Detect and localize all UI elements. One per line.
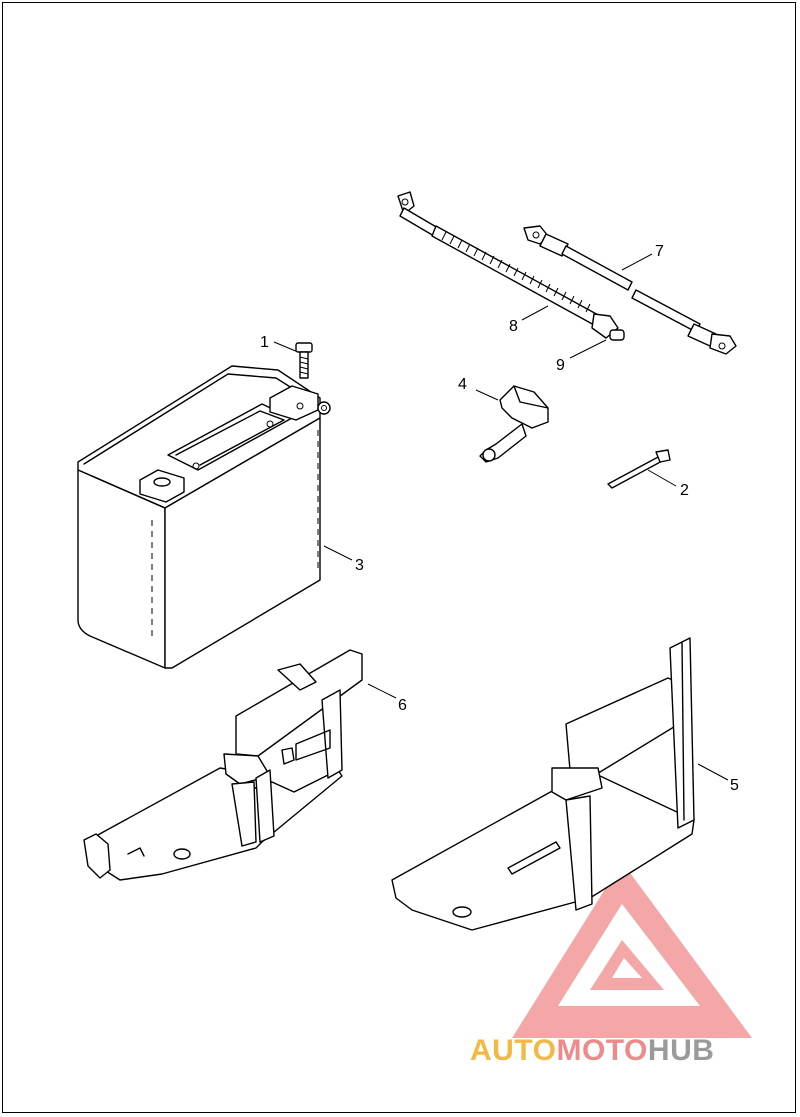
watermark-logo (512, 862, 752, 1038)
callout-1: 1 (260, 334, 269, 351)
callout-8: 8 (509, 318, 518, 335)
callout-9: 9 (556, 357, 565, 374)
ground-strap-part (523, 225, 737, 355)
cable-end-cap-part (609, 329, 625, 341)
watermark-moto: MOTO (556, 1034, 648, 1067)
callout-2: 2 (680, 482, 689, 499)
watermark-hub: HUB (647, 1034, 715, 1067)
watermark-auto: AUTO (470, 1034, 557, 1067)
watermark-text: AUTOMOTOHUB (470, 1034, 714, 1074)
battery-tray-right-part (391, 637, 695, 931)
battery-part (77, 365, 331, 669)
leader-lines (273, 253, 729, 781)
cable-strap-part (607, 449, 671, 489)
callout-7: 7 (655, 243, 664, 260)
battery-bracket-left-part (83, 649, 363, 881)
terminal-cover-part (479, 385, 549, 463)
callout-6: 6 (398, 697, 407, 714)
bolt-part (295, 342, 313, 379)
callout-labels: 1 2 3 4 5 6 7 8 9 (260, 243, 739, 794)
callout-3: 3 (355, 557, 364, 574)
callout-5: 5 (730, 777, 739, 794)
callout-4: 4 (458, 376, 467, 393)
